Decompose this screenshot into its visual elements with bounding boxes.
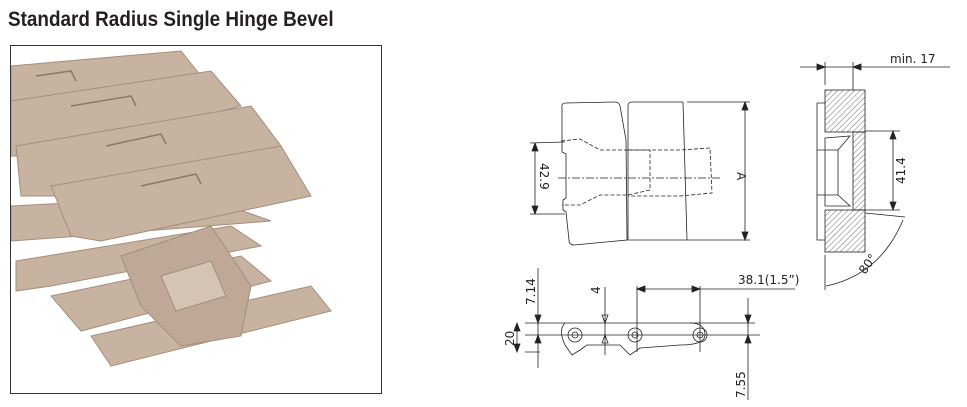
- dim-pitch-label: 38.1(1.5”): [738, 273, 799, 287]
- dim-four-label: 4: [589, 286, 603, 294]
- dim-width-label: 42.9: [537, 163, 551, 190]
- dim-top-label: 7.14: [524, 278, 538, 305]
- side-view: min. 17 41.4 80°: [800, 52, 950, 290]
- page-title: Standard Radius Single Hinge Bevel: [8, 8, 334, 31]
- dim-height-label: 20: [503, 331, 517, 346]
- top-view: A 42.9: [529, 100, 750, 246]
- dim-a-label: A: [734, 172, 748, 181]
- link-profile: 38.1(1.5”) 7.14 4 20 7.55: [503, 268, 799, 400]
- dim-slot-label: 41.4: [894, 157, 908, 184]
- dim-min-label: min. 17: [890, 52, 936, 66]
- chain-image: [11, 50, 332, 367]
- chain-product-photo: [10, 45, 382, 394]
- dim-bottom-label: 7.55: [734, 371, 748, 398]
